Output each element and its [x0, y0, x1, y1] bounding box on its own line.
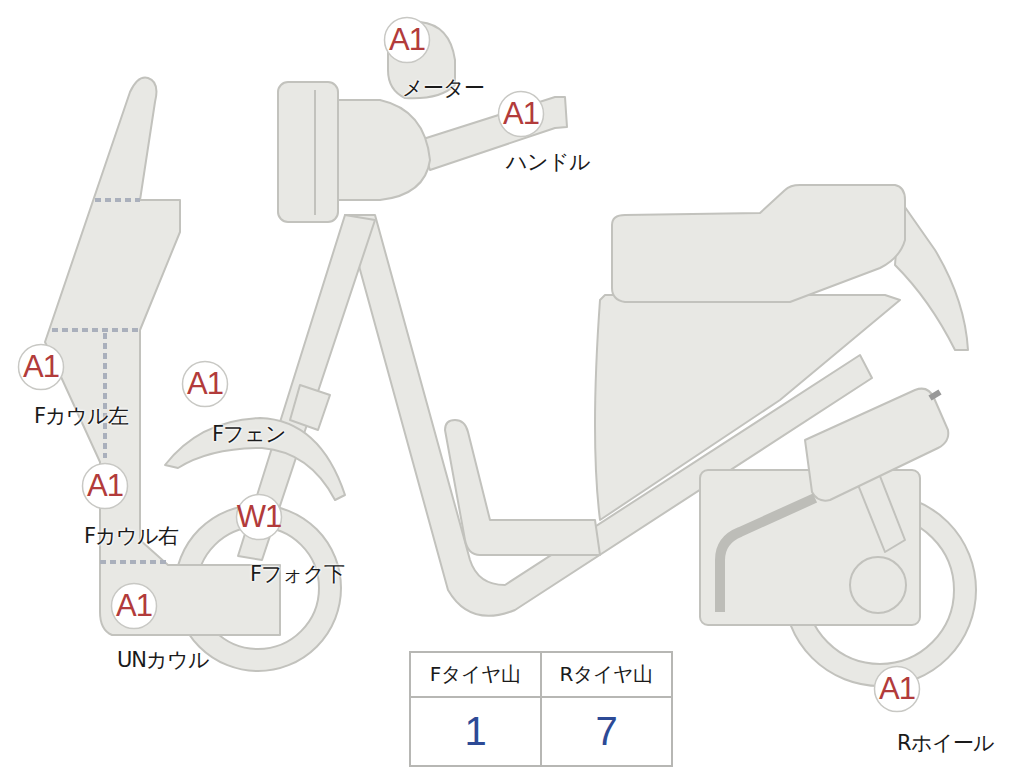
callout-circle: A1メーター	[383, 16, 431, 64]
table-value: 7	[541, 697, 672, 766]
part-name: メーター	[402, 74, 484, 102]
part-name: Rホイール	[897, 729, 994, 757]
damage-code: A1	[181, 360, 229, 408]
callout-circle: A1Rホイール	[873, 665, 921, 713]
callout-circle: A1UNカウル	[110, 582, 158, 630]
callout-circle: A1Fフェン	[181, 360, 229, 408]
callout-circle: A1Fカウル右	[81, 462, 129, 510]
tread-table: Fタイヤ山Rタイヤ山17	[410, 652, 672, 766]
part-name: Fカウル右	[84, 522, 178, 550]
damage-code: A1	[110, 582, 158, 630]
damage-code: A1	[81, 462, 129, 510]
damage-code: A1	[383, 16, 431, 64]
part-name: ハンドル	[506, 148, 590, 176]
damage-code: W1	[235, 493, 283, 541]
part-name: Fフォク下	[250, 560, 344, 588]
part-name: Fフェン	[212, 420, 286, 448]
damage-code: A1	[497, 90, 545, 138]
part-name: Fカウル左	[34, 402, 128, 430]
callout-circle: W1Fフォク下	[235, 493, 283, 541]
part-name: UNカウル	[117, 646, 209, 674]
callout-circle: A1ハンドル	[497, 90, 545, 138]
damage-code: A1	[17, 343, 65, 391]
table-value: 1	[410, 697, 541, 766]
table-header: Rタイヤ山	[541, 652, 672, 697]
table-header: Fタイヤ山	[410, 652, 541, 697]
damage-code: A1	[873, 665, 921, 713]
callout-circle: A1Fカウル左	[17, 343, 65, 391]
